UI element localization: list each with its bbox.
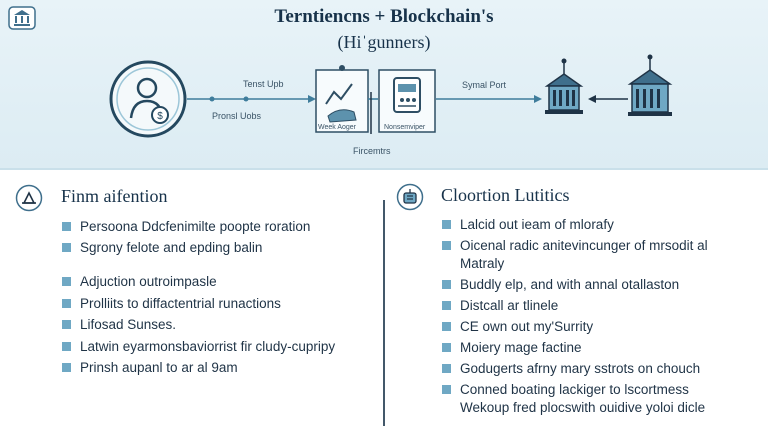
chart-hand-icon: [315, 65, 369, 133]
box2-caption: Nonsemviper: [384, 124, 426, 131]
list-item: Lifosad Sunses.: [62, 316, 335, 334]
person-coin-icon: $: [109, 60, 187, 138]
flow-diagram: $: [109, 54, 673, 138]
flow-arrow-3: [588, 95, 628, 103]
page-subtitle: (Hiˈgunners): [337, 32, 431, 52]
list-item: Distcall ar tlinele: [442, 297, 708, 315]
bank-building-icon: [544, 58, 584, 114]
server-machine-icon: [378, 69, 436, 133]
list-item: Lalcid out ieam of mlorafy: [442, 216, 708, 234]
list-item: Adjuction outroimpasle: [62, 273, 335, 291]
flow-label-below: Fircemtrs: [353, 146, 391, 156]
list-item: Sgrony felote and epding balin: [62, 239, 310, 257]
page-title: Terntiencns + Blockchain's: [274, 6, 494, 27]
right-section-title: Cloortion Lutitics: [441, 185, 570, 205]
flow-label-mid: Pronsl Uobs: [212, 111, 262, 121]
wallet-icon: [396, 183, 424, 211]
list-item: Godugerts afrny mary sstrots on chouch: [442, 360, 708, 378]
right-list: Lalcid out ieam of mlorafy Oicenal radic…: [442, 216, 708, 420]
section-divider: [383, 200, 385, 426]
flow-label-right: Symal Port: [462, 80, 507, 90]
list-item: Prinsh aupanl to ar al 9am: [62, 359, 335, 377]
box1-caption: Week Aoger: [318, 124, 357, 131]
list-item: Moiery mage factine: [442, 339, 708, 357]
bank-badge-icon: [8, 6, 36, 30]
list-item: Persoona Ddcfenimilte poopte roration: [62, 218, 310, 236]
list-item: Latwin eyarmonsbaviorrist fir cludy-cupr…: [62, 338, 335, 356]
left-list-a: Persoona Ddcfenimilte poopte roration Sg…: [62, 218, 310, 260]
left-list-b: Adjuction outroimpasle Prolliits to diff…: [62, 273, 335, 381]
list-item: Buddly elp, and with annal otallaston: [442, 276, 708, 294]
flow-label-top: Tenst Upb: [243, 79, 284, 89]
bank-building-icon: [627, 54, 673, 116]
flow-arrow-1: [187, 95, 316, 103]
flow-arrow-2: [436, 95, 542, 103]
list-item: Oicenal radic anitevincunger of mrsodit …: [442, 237, 708, 273]
list-item: CE own out my'Surrity: [442, 318, 708, 336]
plug-icon: [15, 184, 43, 212]
left-section-title: Finm aifention: [61, 186, 168, 206]
list-item: Prolliits to diffactentrial runactions: [62, 295, 335, 313]
svg-text:$: $: [157, 111, 163, 122]
